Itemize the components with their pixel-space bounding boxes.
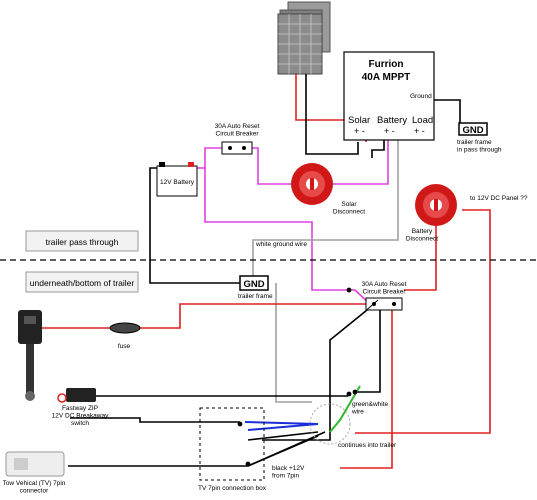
- load-terminal-label: Load: [412, 115, 433, 126]
- trailer-frame-label: trailer frame: [238, 293, 273, 300]
- battery-12v: 12V Battery: [156, 162, 198, 197]
- battery-disconnect-icon: [415, 184, 457, 226]
- solar-terminal-label: Solar: [348, 115, 370, 126]
- breaker-bottom: [361, 297, 403, 315]
- controller-title-2: 40A MPPT: [362, 72, 411, 83]
- svg-text:underneath/bottom of trailer: underneath/bottom of trailer: [30, 278, 135, 288]
- fuse-label: fuse: [118, 343, 131, 350]
- battery-terminal-label: Battery: [377, 115, 407, 126]
- trailer-pass-through-box: trailer pass through: [25, 230, 139, 252]
- svg-text:GND: GND: [243, 279, 264, 290]
- mppt-controller: Furrion 40A MPPT Solar Battery Load + - …: [343, 51, 435, 141]
- tow-connector-icon: [5, 451, 65, 477]
- gnd-frame-box: GND: [239, 275, 269, 291]
- solar-terminals: + -: [354, 126, 365, 136]
- gnd-box-pass-through: GND: [458, 122, 488, 136]
- load-terminals: + -: [414, 126, 425, 136]
- connection-box: [199, 407, 265, 481]
- controller-title-1: Furrion: [369, 59, 404, 70]
- breakaway-switch-icon: [57, 388, 96, 403]
- svg-text:trailer pass through: trailer pass through: [46, 237, 119, 247]
- solar-disconnect-icon: [291, 163, 333, 205]
- white-ground-wire-label: white ground wire: [255, 241, 307, 248]
- to-dc-panel-label: to 12V DC Panel ??: [470, 195, 528, 202]
- breakaway-device-icon: [18, 310, 42, 401]
- ground-terminal-label: Ground: [410, 93, 432, 100]
- connection-box-label: TV 7pin connection box: [198, 485, 267, 492]
- fuse-icon: [109, 322, 141, 334]
- continues-label: continues into trailer: [338, 442, 397, 449]
- breaker-top: [221, 141, 253, 155]
- junction-circle: [309, 403, 351, 445]
- svg-text:GND: GND: [462, 125, 483, 136]
- svg-text:12V Battery: 12V Battery: [160, 179, 195, 186]
- battery-terminals: + -: [384, 126, 395, 136]
- junction-dots: [237, 287, 358, 467]
- solar-panels-icon: [277, 1, 331, 75]
- underneath-box: underneath/bottom of trailer: [25, 271, 139, 293]
